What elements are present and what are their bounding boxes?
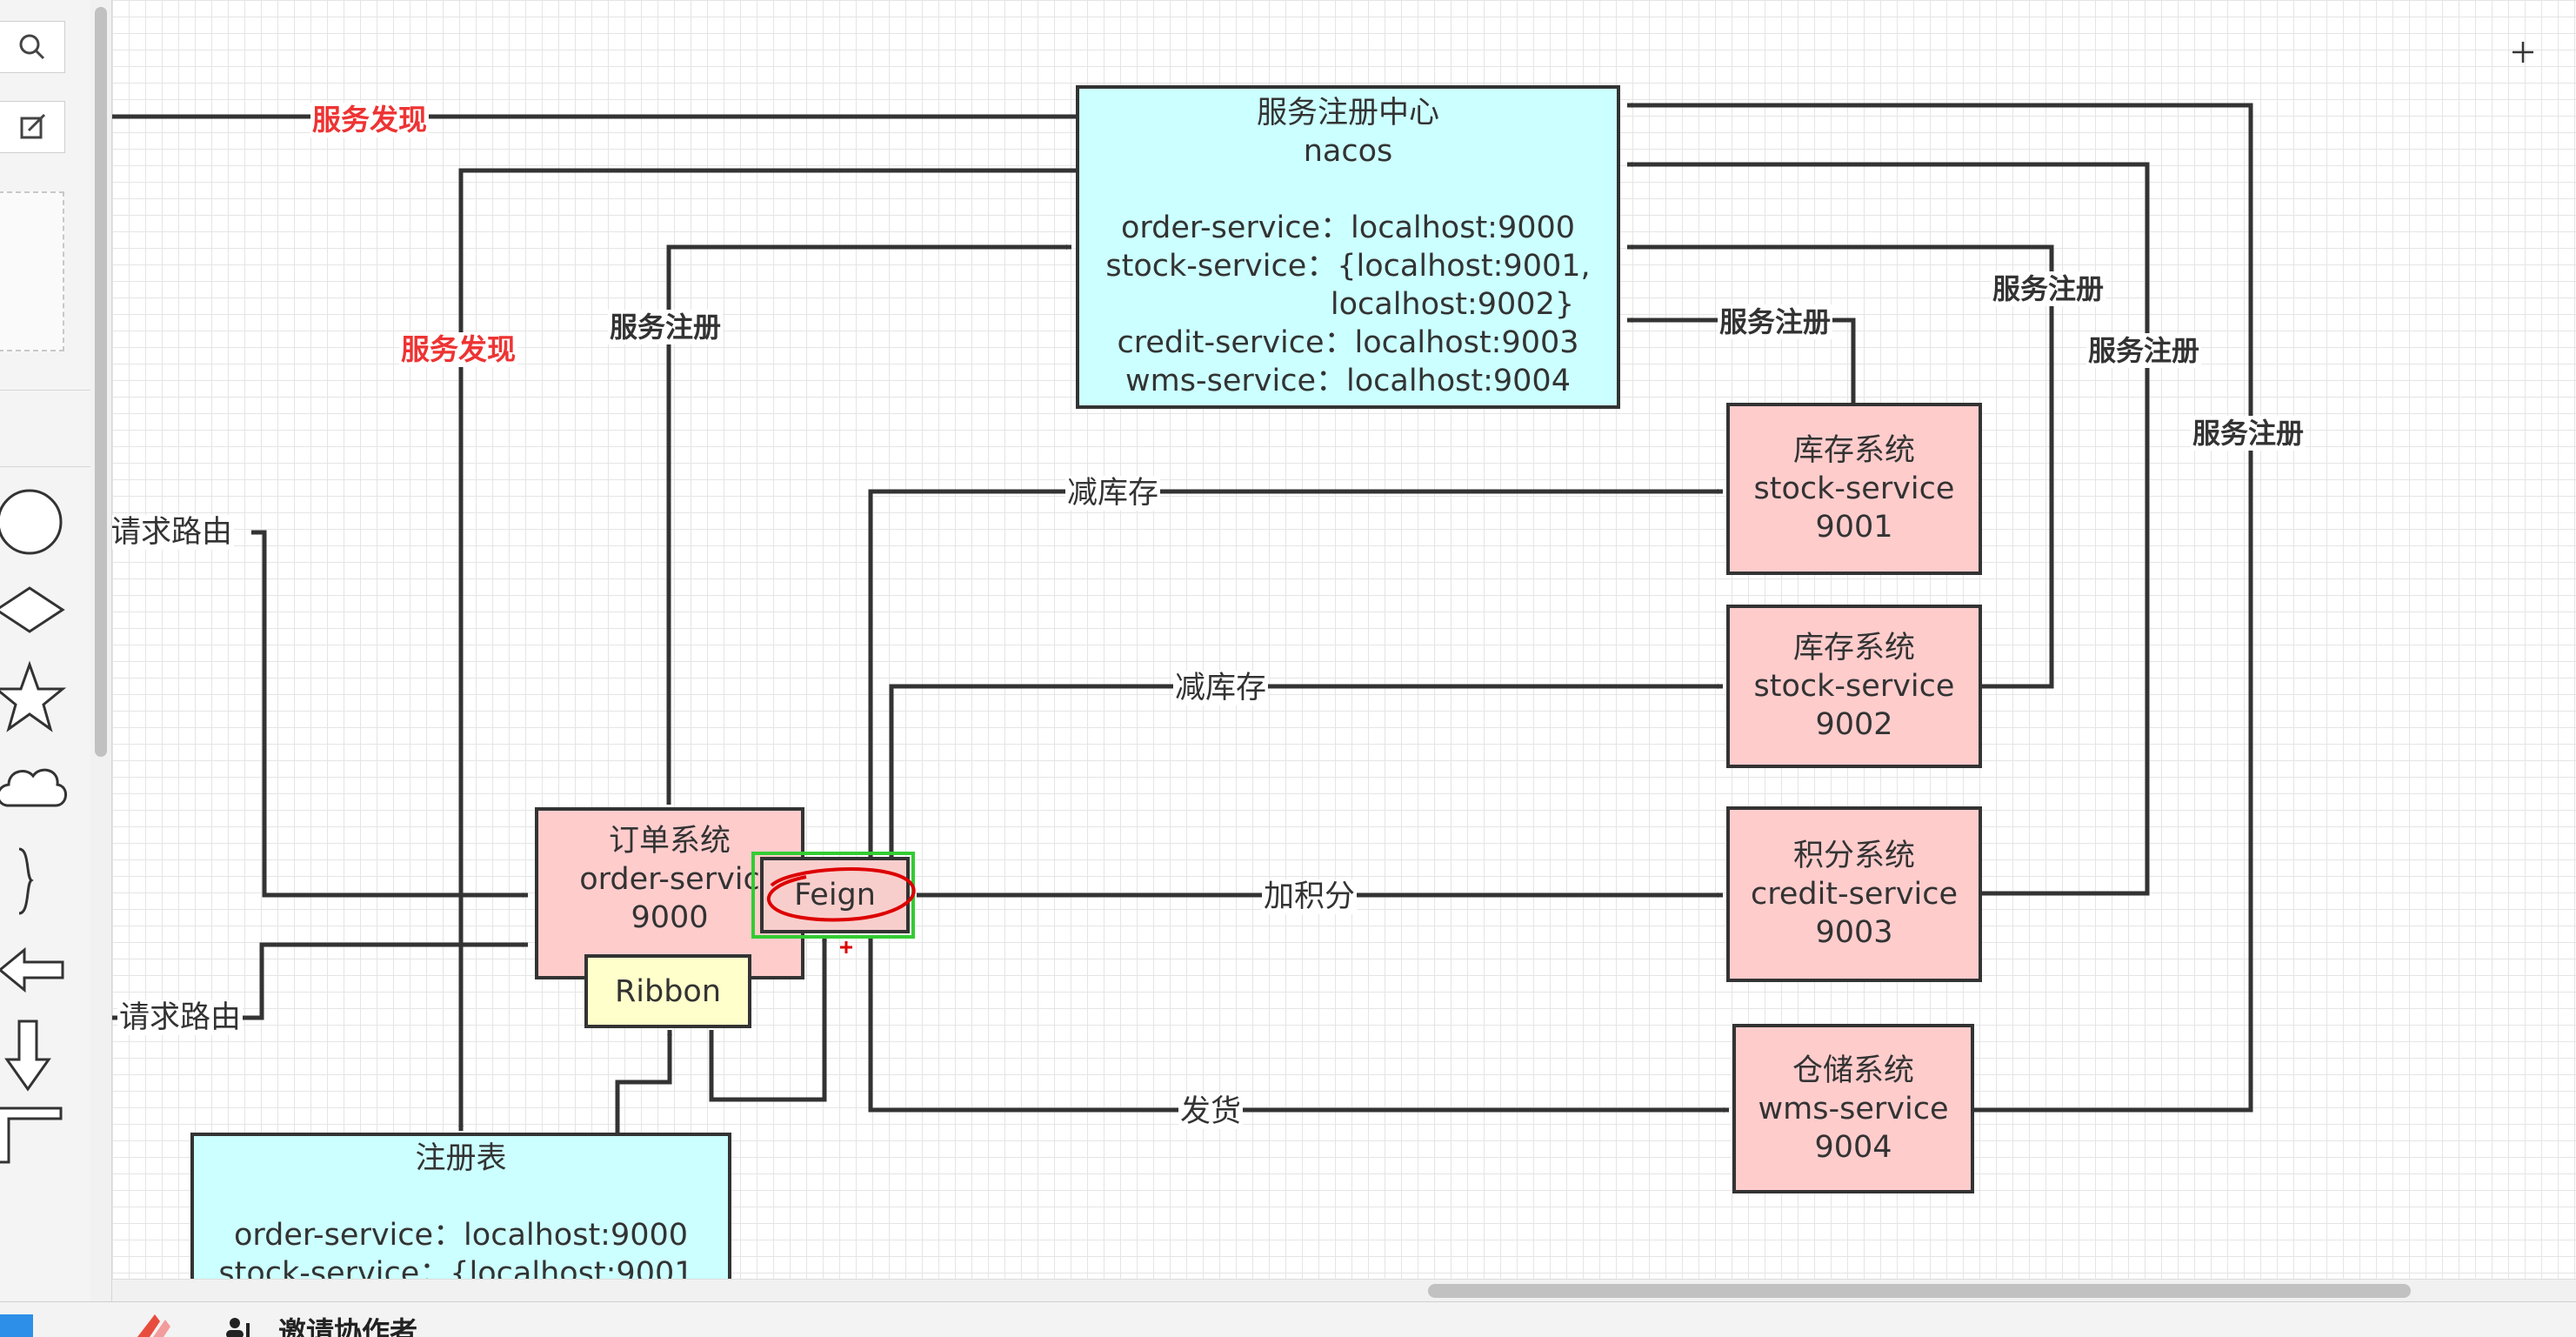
nacos-entry: wms-service：localhost:9004 bbox=[1125, 364, 1571, 398]
shape-library-panel bbox=[0, 0, 91, 1301]
edge-label-discovery-1[interactable]: 服务发现 bbox=[310, 103, 429, 137]
down-arrow-shape-icon[interactable] bbox=[0, 1016, 70, 1094]
order-service-id: order-servic bbox=[579, 862, 760, 897]
nacos-title: 服务注册中心 bbox=[1256, 96, 1439, 130]
edge-label-register-stock2[interactable]: 服务注册 bbox=[1991, 271, 2106, 306]
stock2-name: 库存系统 bbox=[1792, 631, 1915, 665]
edge-deduct-1[interactable] bbox=[868, 489, 1723, 895]
edge-route-1[interactable] bbox=[251, 530, 528, 898]
edge-label-route-2[interactable]: 请求路由 bbox=[117, 1000, 244, 1035]
edge-label-register-wms[interactable]: 服务注册 bbox=[2191, 416, 2306, 451]
edge-ship[interactable] bbox=[868, 936, 1729, 1113]
cloud-shape-icon[interactable] bbox=[0, 755, 70, 825]
edit-button[interactable] bbox=[0, 101, 65, 153]
diagram-canvas[interactable]: 服务注册中心 nacos order-service：localhost:900… bbox=[112, 0, 2576, 1279]
feign-label: Feign bbox=[794, 878, 876, 913]
ribbon-node[interactable]: Ribbon bbox=[584, 954, 751, 1028]
edge-label-discovery-2[interactable]: 服务发现 bbox=[399, 332, 517, 367]
search-button[interactable] bbox=[0, 21, 65, 73]
registry-entry: stock-service：{localhost:9001, bbox=[218, 1256, 704, 1279]
edge-label-register-credit[interactable]: 服务注册 bbox=[2086, 333, 2202, 368]
canvas-scrollbar-thumb[interactable] bbox=[1428, 1284, 2411, 1298]
order-service-node[interactable]: 订单系统 order-servic 9000 bbox=[535, 807, 804, 979]
stock-service-9001-node[interactable]: 库存系统 stock-service 9001 bbox=[1726, 403, 1982, 575]
stock1-service-id: stock-service bbox=[1753, 471, 1955, 506]
edge-register-wms[interactable] bbox=[1627, 103, 2253, 1113]
scratchpad-area[interactable] bbox=[0, 191, 64, 351]
bottom-bar: 邀请协作者 bbox=[0, 1301, 2576, 1337]
invite-collaborator-button[interactable]: 邀请协作者 bbox=[278, 1315, 418, 1337]
edge-label-deduct-1[interactable]: 减库存 bbox=[1065, 476, 1161, 511]
edge-registry-ribbon[interactable] bbox=[615, 1030, 672, 1134]
edge-label-register-stock1[interactable]: 服务注册 bbox=[1718, 304, 1833, 339]
library-scrollbar[interactable] bbox=[90, 0, 112, 1301]
credit-service-id: credit-service bbox=[1750, 877, 1959, 912]
registry-title: 注册表 bbox=[415, 1141, 507, 1176]
stock2-service-id: stock-service bbox=[1753, 669, 1955, 704]
corner-shape-icon[interactable] bbox=[0, 1105, 70, 1174]
diamond-shape-icon[interactable] bbox=[0, 579, 70, 640]
left-arrow-shape-icon[interactable] bbox=[0, 939, 70, 1000]
edge-label-register-order[interactable]: 服务注册 bbox=[608, 310, 724, 344]
edge-deduct-2[interactable] bbox=[889, 684, 1723, 895]
nacos-entry: credit-service：localhost:9003 bbox=[1117, 325, 1579, 360]
nacos-subtitle: nacos bbox=[1303, 134, 1393, 169]
edge-register-order[interactable] bbox=[666, 244, 1071, 805]
wms-service-id: wms-service bbox=[1758, 1091, 1949, 1126]
wms-name: 仓储系统 bbox=[1792, 1053, 1914, 1088]
plus-icon[interactable] bbox=[2511, 40, 2535, 64]
wms-port: 9004 bbox=[1814, 1129, 1892, 1165]
edge-register-stock1[interactable] bbox=[1627, 318, 1856, 403]
edge-label-add-points[interactable]: 加积分 bbox=[1262, 879, 1358, 914]
edge-register-stock2[interactable] bbox=[1627, 244, 2054, 689]
order-service-port: 9000 bbox=[631, 900, 709, 935]
edge-ribbon-feign[interactable] bbox=[709, 936, 827, 1102]
annotation-scribble bbox=[766, 867, 916, 953]
page-tab-indicator[interactable] bbox=[0, 1314, 33, 1337]
library-scrollbar-thumb[interactable] bbox=[95, 7, 107, 757]
nacos-entry: localhost:9002} bbox=[1330, 287, 1575, 322]
edge-label-deduct-2[interactable]: 减库存 bbox=[1173, 671, 1269, 705]
stock-service-9002-node[interactable]: 库存系统 stock-service 9002 bbox=[1726, 605, 1982, 768]
local-registry-node[interactable]: 注册表 order-service：localhost:9000 stock-s… bbox=[190, 1133, 731, 1279]
ribbon-label: Ribbon bbox=[614, 973, 722, 1009]
edge-discovery-2[interactable] bbox=[458, 168, 1076, 1131]
edge-register-credit[interactable] bbox=[1627, 162, 2150, 896]
edit-icon bbox=[20, 113, 46, 139]
nacos-entry: stock-service：{localhost:9001, bbox=[1105, 249, 1591, 284]
stock2-port: 9002 bbox=[1815, 707, 1893, 742]
credit-port: 9003 bbox=[1815, 915, 1893, 950]
stock1-port: 9001 bbox=[1815, 510, 1893, 545]
star-shape-icon[interactable] bbox=[0, 659, 70, 738]
nacos-entry: order-service：localhost:9000 bbox=[1120, 211, 1576, 245]
order-service-name: 订单系统 bbox=[608, 824, 731, 859]
edge-label-ship[interactable]: 发货 bbox=[1178, 1094, 1244, 1129]
user-icon bbox=[226, 1318, 250, 1337]
connector-layer bbox=[112, 103, 2253, 1134]
wms-service-node[interactable]: 仓储系统 wms-service 9004 bbox=[1732, 1024, 1974, 1193]
credit-name: 积分系统 bbox=[1792, 839, 1915, 873]
stock1-name: 库存系统 bbox=[1792, 433, 1915, 468]
app-logo-icon bbox=[137, 1314, 170, 1337]
nacos-registry-node[interactable]: 服务注册中心 nacos order-service：localhost:900… bbox=[1076, 85, 1620, 409]
circle-shape-icon[interactable] bbox=[0, 483, 70, 561]
search-icon bbox=[19, 34, 45, 60]
brace-shape-icon[interactable] bbox=[0, 842, 70, 920]
registry-entry: order-service：localhost:9000 bbox=[233, 1218, 689, 1253]
credit-service-node[interactable]: 积分系统 credit-service 9003 bbox=[1726, 806, 1982, 982]
edge-label-route-1[interactable]: 请求路由 bbox=[112, 515, 235, 550]
canvas-scrollbar[interactable] bbox=[112, 1279, 2576, 1302]
